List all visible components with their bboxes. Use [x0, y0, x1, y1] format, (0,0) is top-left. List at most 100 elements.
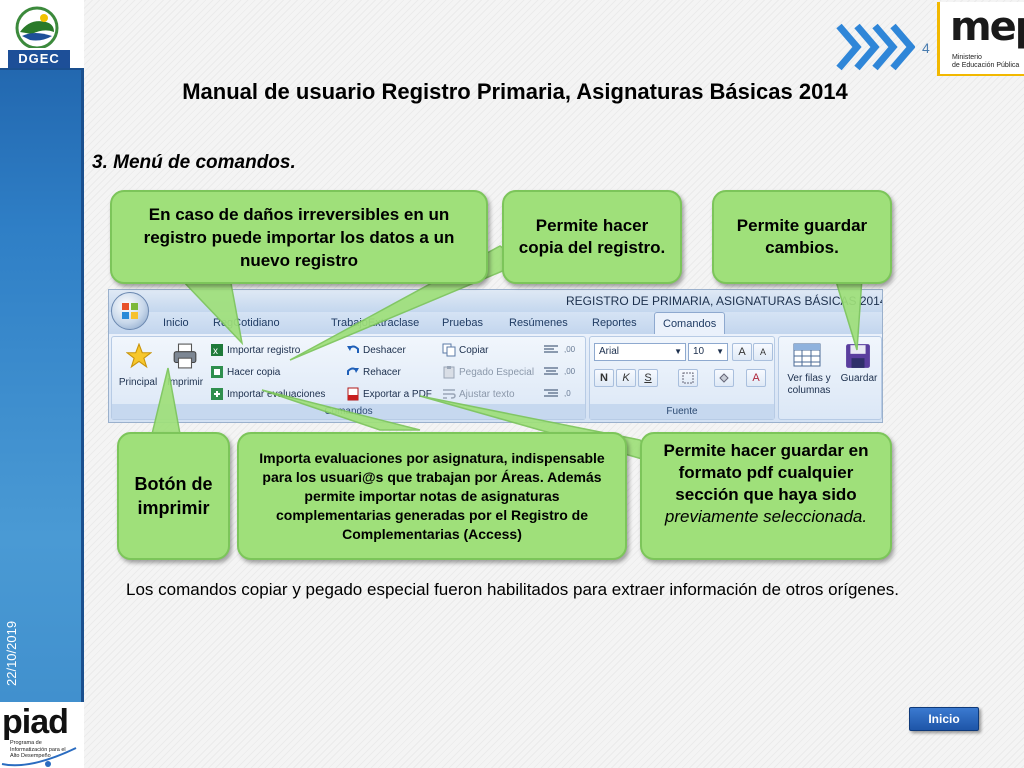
- save-disk-icon: [846, 344, 870, 368]
- guardar-button[interactable]: Guardar: [837, 339, 881, 399]
- ribbon-screenshot: REGISTRO DE PRIMARIA, ASIGNATURAS BÁSICA…: [108, 289, 883, 423]
- callout-importar-evaluaciones: Importa evaluaciones por asignatura, ind…: [237, 432, 627, 560]
- pdf-icon: [347, 387, 359, 401]
- redo-icon: [347, 367, 359, 375]
- callout-hacer-copia: Permite hacer copia del registro.: [502, 190, 682, 284]
- dgec-emblem-icon: [15, 6, 59, 48]
- border-icon: [682, 372, 694, 384]
- paint-bucket-icon: [719, 373, 729, 383]
- ribbon-tabs: Inicio RegCotidiano TrabajoExtraclase Pr…: [109, 312, 882, 335]
- importar-evaluaciones-button[interactable]: Importar evaluaciones: [210, 387, 325, 401]
- excel-import-icon: x: [211, 344, 223, 357]
- ribbon-window-title: REGISTRO DE PRIMARIA, ASIGNATURAS BÁSICA…: [566, 294, 883, 308]
- grid-table-icon: [793, 343, 821, 367]
- rehacer-button[interactable]: Rehacer: [346, 365, 401, 379]
- group-fuente: Arial ▼ 10 ▼ A A N K S A Fuente: [589, 336, 775, 420]
- importar-registro-label: Importar registro: [227, 344, 301, 356]
- borders-button[interactable]: [678, 369, 698, 387]
- tab-inicio[interactable]: Inicio: [163, 317, 189, 329]
- underline-button[interactable]: S: [638, 369, 658, 387]
- callout-exportar-pdf: Permite hacer guardar en formato pdf cua…: [640, 432, 892, 560]
- group-comandos: Principal Imprimir x Importar registro H…: [111, 336, 586, 420]
- ajustar-texto-button[interactable]: Ajustar texto: [442, 387, 515, 401]
- tab-trabajoextraclase[interactable]: TrabajoExtraclase: [331, 317, 420, 329]
- piad-wordmark: piad: [2, 703, 69, 741]
- ver-filas-label: Ver filas y columnas: [787, 373, 831, 396]
- wrap-text-icon: [443, 389, 456, 399]
- group-vista: Ver filas y columnas Guardar: [778, 336, 882, 420]
- align-icons: ,00 ,00 ,0: [544, 345, 576, 398]
- shrink-font-button[interactable]: A: [753, 343, 773, 361]
- tab-resumenes[interactable]: Resúmenes: [509, 317, 568, 329]
- exportar-pdf-label: Exportar a PDF: [363, 388, 432, 400]
- mep-subtitle-line2: de Educación Pública: [952, 62, 1020, 69]
- note-text: Los comandos copiar y pegado especial fu…: [126, 580, 900, 599]
- section-heading: 3. Menú de comandos.: [92, 152, 296, 173]
- page-number: 4: [922, 40, 930, 56]
- svg-text:x: x: [213, 346, 218, 357]
- callout-pdf-bold-text: Permite hacer guardar en formato pdf cua…: [663, 441, 869, 504]
- copiar-button[interactable]: Copiar: [442, 343, 488, 357]
- office-button[interactable]: [111, 292, 149, 330]
- undo-icon: [347, 345, 359, 353]
- inicio-button[interactable]: Inicio: [909, 707, 979, 731]
- printer-icon: [173, 343, 197, 369]
- dgec-label: DGEC: [8, 50, 70, 68]
- deshacer-button[interactable]: Deshacer: [346, 343, 406, 357]
- principal-label: Principal: [118, 377, 158, 388]
- slide-date: 22/10/2019: [4, 620, 19, 686]
- group-comandos-label: Comandos: [112, 404, 585, 419]
- callout-pdf-plain-text: previamente seleccionada.: [664, 507, 868, 526]
- rehacer-label: Rehacer: [363, 366, 401, 378]
- mep-subtitle: Ministerio de Educación Pública: [952, 54, 1019, 70]
- dgec-logo: DGEC: [0, 0, 84, 70]
- guardar-label: Guardar: [840, 373, 878, 384]
- callout-imprimir: Botón de imprimir: [117, 432, 230, 560]
- imprimir-button[interactable]: Imprimir: [162, 341, 208, 397]
- chevron-down-icon: ▼: [674, 347, 682, 356]
- svg-text:,0: ,0: [564, 389, 571, 398]
- svg-text:,00: ,00: [564, 367, 576, 376]
- svg-text:,00: ,00: [564, 345, 576, 354]
- importar-registro-button[interactable]: x Importar registro: [210, 343, 300, 357]
- italic-button[interactable]: K: [616, 369, 636, 387]
- grow-font-button[interactable]: A: [732, 343, 752, 361]
- ribbon-title-bar: REGISTRO DE PRIMARIA, ASIGNATURAS BÁSICA…: [109, 290, 883, 312]
- pegado-especial-button[interactable]: Pegado Especial: [442, 365, 534, 379]
- office-logo-icon: [122, 303, 138, 319]
- imprimir-label: Imprimir: [166, 377, 204, 388]
- fill-color-button[interactable]: [714, 369, 734, 387]
- font-size-select[interactable]: 10 ▼: [688, 343, 728, 361]
- copiar-label: Copiar: [459, 344, 489, 356]
- chevron-down-icon: ▼: [716, 347, 724, 356]
- ajustar-texto-label: Ajustar texto: [459, 388, 515, 400]
- exportar-pdf-button[interactable]: Exportar a PDF: [346, 387, 432, 401]
- ver-filas-button[interactable]: Ver filas y columnas: [781, 339, 837, 399]
- tab-regcotidiano[interactable]: RegCotidiano: [213, 317, 280, 329]
- chevrons-icon: [836, 23, 915, 71]
- principal-button[interactable]: Principal: [116, 341, 160, 397]
- import-evaluations-icon: [211, 388, 223, 400]
- left-sidebar: DGEC 22/10/2019 piad Programa de Informa…: [0, 0, 84, 768]
- ribbon-body: Principal Imprimir x Importar registro H…: [109, 334, 882, 422]
- font-name-select[interactable]: Arial ▼: [594, 343, 686, 361]
- copy-icon: [442, 343, 456, 357]
- tab-comandos[interactable]: Comandos: [654, 312, 726, 335]
- tab-reportes[interactable]: Reportes: [592, 317, 637, 329]
- bold-button[interactable]: N: [594, 369, 614, 387]
- importar-evaluaciones-label: Importar evaluaciones: [227, 388, 326, 400]
- font-size-value: 10: [693, 346, 705, 357]
- group-fuente-label: Fuente: [590, 404, 774, 419]
- star-icon: [126, 343, 152, 369]
- font-color-button[interactable]: A: [746, 369, 766, 387]
- mep-wordmark: mep: [950, 4, 1024, 50]
- hacer-copia-label: Hacer copia: [227, 366, 281, 378]
- hacer-copia-button[interactable]: Hacer copia: [210, 365, 280, 379]
- font-name-value: Arial: [599, 346, 620, 357]
- piad-subtitle: Programa de Informatización para el Alto…: [10, 740, 66, 759]
- piad-logo: piad Programa de Informatización para el…: [0, 702, 84, 768]
- tab-pruebas[interactable]: Pruebas: [442, 317, 483, 329]
- paste-special-icon: [443, 366, 455, 379]
- copy-file-icon: [211, 366, 223, 378]
- mep-subtitle-line1: Ministerio: [952, 54, 982, 61]
